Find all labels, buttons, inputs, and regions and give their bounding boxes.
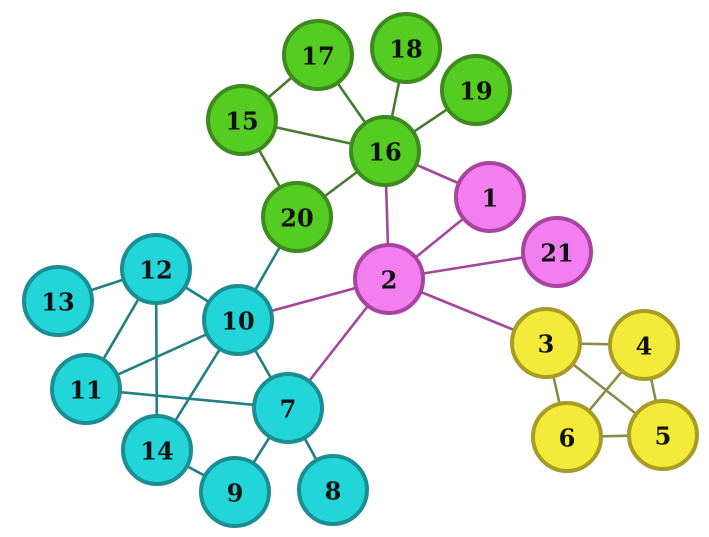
node-label-18: 18 bbox=[389, 35, 422, 64]
node-circle-13 bbox=[22, 265, 94, 337]
node-circle-14 bbox=[121, 414, 193, 486]
node-circle-16 bbox=[349, 115, 421, 187]
node-label-16: 16 bbox=[368, 138, 401, 167]
node-21: 21 bbox=[521, 216, 593, 288]
node-circle-18 bbox=[370, 12, 442, 84]
node-label-15: 15 bbox=[225, 107, 258, 136]
node-circle-4 bbox=[608, 309, 680, 381]
node-label-2: 2 bbox=[381, 266, 398, 295]
node-11: 11 bbox=[50, 353, 122, 425]
node-label-17: 17 bbox=[301, 42, 334, 71]
node-label-19: 19 bbox=[459, 77, 492, 106]
node-circle-19 bbox=[440, 54, 512, 126]
node-2: 2 bbox=[353, 243, 425, 315]
node-circle-3 bbox=[510, 307, 582, 379]
node-label-7: 7 bbox=[280, 395, 297, 424]
node-8: 8 bbox=[297, 454, 369, 526]
node-circle-6 bbox=[531, 401, 603, 473]
node-5: 5 bbox=[627, 399, 699, 471]
node-19: 19 bbox=[440, 54, 512, 126]
node-circle-17 bbox=[282, 19, 354, 91]
node-label-14: 14 bbox=[140, 437, 173, 466]
node-4: 4 bbox=[608, 309, 680, 381]
node-circle-9 bbox=[199, 456, 271, 528]
node-label-9: 9 bbox=[227, 479, 244, 508]
node-label-10: 10 bbox=[221, 307, 254, 336]
node-16: 16 bbox=[349, 115, 421, 187]
node-label-21: 21 bbox=[540, 239, 573, 268]
node-10: 10 bbox=[202, 284, 274, 356]
node-17: 17 bbox=[282, 19, 354, 91]
node-circle-5 bbox=[627, 399, 699, 471]
node-circle-12 bbox=[120, 233, 192, 305]
node-7: 7 bbox=[252, 372, 324, 444]
node-18: 18 bbox=[370, 12, 442, 84]
node-circle-20 bbox=[261, 181, 333, 253]
node-label-11: 11 bbox=[69, 376, 102, 405]
node-circle-15 bbox=[206, 84, 278, 156]
node-label-20: 20 bbox=[280, 204, 313, 233]
node-circle-21 bbox=[521, 216, 593, 288]
node-15: 15 bbox=[206, 84, 278, 156]
node-label-3: 3 bbox=[538, 330, 555, 359]
node-13: 13 bbox=[22, 265, 94, 337]
node-label-4: 4 bbox=[636, 332, 653, 361]
node-14: 14 bbox=[121, 414, 193, 486]
node-label-12: 12 bbox=[139, 256, 172, 285]
node-label-13: 13 bbox=[41, 288, 74, 317]
node-6: 6 bbox=[531, 401, 603, 473]
node-circle-8 bbox=[297, 454, 369, 526]
node-circle-1 bbox=[454, 161, 526, 233]
node-9: 9 bbox=[199, 456, 271, 528]
node-circle-2 bbox=[353, 243, 425, 315]
node-label-5: 5 bbox=[655, 422, 672, 451]
node-label-6: 6 bbox=[559, 424, 576, 453]
node-20: 20 bbox=[261, 181, 333, 253]
node-circle-10 bbox=[202, 284, 274, 356]
node-label-1: 1 bbox=[482, 184, 499, 213]
node-circle-11 bbox=[50, 353, 122, 425]
node-12: 12 bbox=[120, 233, 192, 305]
node-circle-7 bbox=[252, 372, 324, 444]
node-3: 3 bbox=[510, 307, 582, 379]
node-label-8: 8 bbox=[325, 477, 342, 506]
node-1: 1 bbox=[454, 161, 526, 233]
